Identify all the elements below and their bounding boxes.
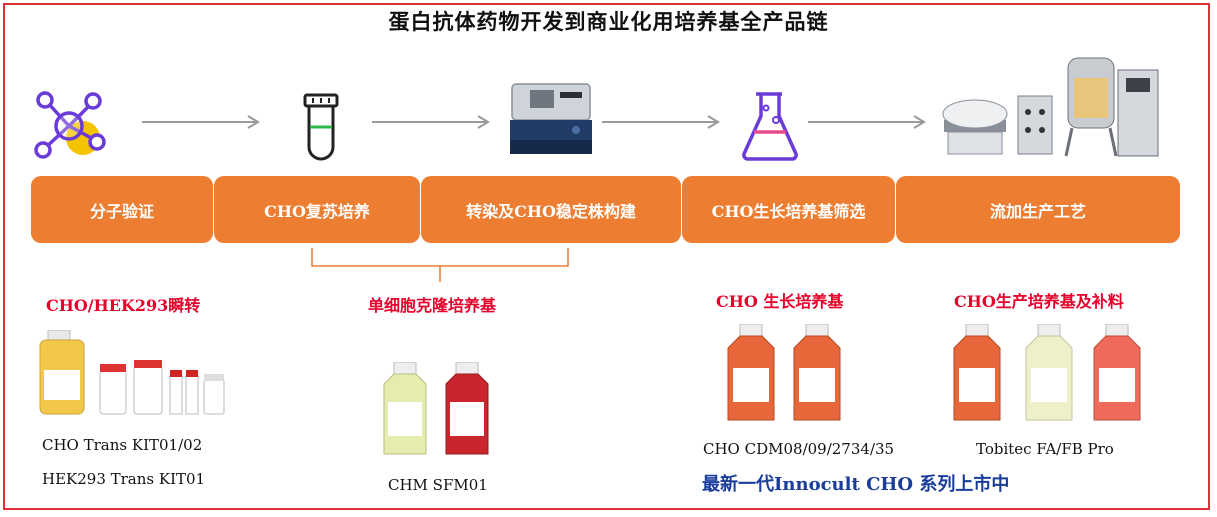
test-tube-icon [303, 93, 339, 161]
growth-medium-bottles [727, 324, 841, 421]
transfection-kit-bottles [39, 330, 225, 415]
page-title: 蛋白抗体药物开发到商业化用培养基全产品链 [388, 9, 829, 34]
production-medium-bottles [953, 324, 1141, 421]
group-label-production: CHO生产培养基及补料 [954, 292, 1124, 311]
step-cho-revival: CHO复苏培养 [214, 176, 420, 243]
product-name: CHO Trans KIT01/02 [42, 436, 203, 454]
announcement-banner: 最新一代Innocult CHO 系列上市中 [702, 474, 1010, 495]
group-label-cloning: 单细胞克隆培养基 [368, 296, 497, 315]
step-fed-batch-process: 流加生产工艺 [896, 176, 1180, 243]
step-transfection-stable-line: 转染及CHO稳定株构建 [421, 176, 681, 243]
arrow-icon [602, 115, 720, 129]
step-molecule-validation: 分子验证 [31, 176, 213, 243]
product-name: CHO CDM08/09/2734/35 [703, 440, 895, 458]
product-name: Tobitec FA/FB Pro [976, 440, 1114, 458]
electroporator-icon [510, 83, 592, 154]
arrow-icon [372, 115, 490, 129]
flask-icon [742, 92, 798, 161]
bracket-connector [311, 248, 569, 282]
group-label-growth: CHO 生长培养基 [716, 292, 844, 311]
diagram-frame [3, 3, 1210, 510]
product-name: CHM SFM01 [388, 476, 488, 494]
bioreactor-icon [942, 57, 1159, 157]
product-name: HEK293 Trans KIT01 [42, 470, 206, 488]
group-label-transfection: CHO/HEK293瞬转 [46, 296, 201, 315]
molecule-icon [34, 91, 106, 159]
step-growth-medium-screening: CHO生长培养基筛选 [682, 176, 895, 243]
cloning-medium-bottles [383, 362, 489, 455]
arrow-icon [142, 115, 260, 129]
arrow-icon [808, 115, 926, 129]
